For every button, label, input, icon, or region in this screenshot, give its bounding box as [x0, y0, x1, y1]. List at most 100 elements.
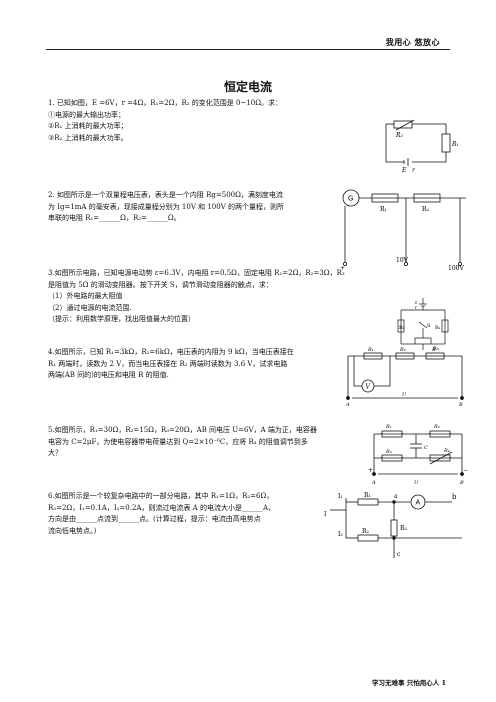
fig6-label-i2: I₂ [338, 531, 343, 538]
fig3-label-s: S [427, 323, 431, 329]
fig5-label-r2: R₂ [433, 424, 440, 430]
fig4-r1-box [363, 352, 383, 360]
problem-3-line: 是阻值为 5Ω 的滑动变阻器。按下开关 S，调节滑动变阻器的触点，求： [48, 280, 273, 289]
fig5-r3-box [381, 454, 403, 462]
fig4-label-r: R [431, 347, 436, 353]
fig5-label-r3: R₃ [385, 449, 392, 455]
figure-3-circuit: ε r R₂ R₁ S R₃ [397, 296, 449, 352]
problem-4: 4.如图所示，已知 R₁=3kΩ，R₂=6kΩ，电压表的内阻为 9 kΩ，当电压… [48, 347, 294, 382]
fig1-label-e: E [401, 167, 407, 174]
fig2-label-r2: R₂ [422, 206, 430, 213]
page-header: 我用心 悠放心 [385, 37, 440, 47]
problem-1-line: ①电源的最大输出功率； [48, 110, 125, 119]
fig5-label-a: A [371, 480, 376, 486]
fig6-label-r2: R₂ [362, 528, 370, 535]
fig4-label-r2: R₂ [399, 347, 406, 353]
fig6-r3-box [390, 519, 398, 537]
fig2-label-10v: 10V [396, 257, 409, 264]
fig1-label-r: r [412, 167, 416, 174]
problem-1-line: ②R₁ 上消耗的最大功率； [48, 122, 128, 130]
fig1-r1-box [441, 133, 451, 153]
fig2-label-plus: + [340, 265, 345, 272]
fig4-r2-box [395, 352, 415, 360]
fig5-r1-box [381, 430, 403, 438]
problem-2: 2. 如图所示是一个双量程电压表，表头是一个内阻 Rg=500Ω，满刻度电流 为… [48, 190, 284, 225]
fig6-label-c: c [397, 551, 401, 558]
fig5-r4-arrow [429, 451, 453, 465]
fig6-label-r1: R₁ [364, 492, 371, 499]
problem-5-line: 5.如图所示，R₁=30Ω，R₂=15Ω，R₃=20Ω，AB 间电压 U=6V，… [48, 426, 317, 434]
problem-4-line: 两端(AB 间的)的电压和电阻 R 的阻值. [48, 371, 169, 379]
fig5-label-minus: − [463, 467, 468, 474]
fig6-label-a-point: a [394, 493, 398, 500]
problem-5: 5.如图所示，R₁=30Ω，R₂=15Ω，R₃=20Ω，AB 间电压 U=6V，… [48, 425, 317, 460]
fig2-label-100v: 100V [448, 265, 464, 272]
problem-6-line: 流向低电势点。) [48, 526, 97, 535]
problem-1-line: ③R₂ 上消耗的最大功率。 [48, 133, 128, 142]
fig5-r4-box [429, 454, 451, 462]
problem-3: 3.如图所示电路，已知电源电动势 ε=6.3V，内电阻 r=0.5Ω，固定电阻 … [48, 268, 345, 326]
fig3-switch [418, 321, 428, 329]
fig2-r2-box [413, 193, 441, 203]
problem-6: 6.如图所示是一个较复杂电路中的一部分电路，其中 R₁=1Ω，R₂=6Ω， R₃… [48, 491, 275, 537]
problem-3-line: （2）通过电源的电流范围. [48, 303, 132, 312]
fig4-label-b: B [458, 402, 463, 408]
fig5-label-c: C [424, 445, 428, 451]
fig5-label-plus: + [368, 467, 373, 474]
problem-1: 1. 已知如图，E =6V，r =4Ω，R₁=2Ω，R₂ 的变化范围是 0~10… [48, 98, 282, 144]
figure-4-circuit: R₁ R₂ R V A U B [344, 346, 466, 408]
fig6-r1-box [357, 498, 379, 506]
fig6-label-i1: I₁ [338, 493, 343, 500]
fig4-label-a: A [345, 402, 350, 408]
fig1-r2-box [393, 120, 413, 129]
figure-2-voltmeter: G R₁ R₂ + 10V 100V [340, 186, 470, 272]
page-title: 恒定电流 [223, 80, 272, 94]
fig6-label-ammeter: A [416, 500, 421, 507]
fig2-r1-box [371, 193, 399, 203]
fig3-label-r3: R₃ [433, 346, 439, 352]
problem-4-line: 4.如图所示，已知 R₁=3kΩ，R₂=6kΩ，电压表的内阻为 9 kΩ，当电压… [48, 348, 294, 356]
fig4-label-v: V [366, 384, 371, 391]
problem-3-line: 3.如图所示电路，已知电源电动势 ε=6.3V，内电阻 r=0.5Ω，固定电阻 … [48, 269, 345, 277]
fig4-label-r1: R₁ [367, 347, 374, 353]
problem-6-line: R₃=2Ω，I₁=0.1A，I₂=0.2A，则流过电流表 A 的电流大小是___… [48, 503, 276, 512]
fig3-label-eps: ε [415, 301, 418, 306]
fig3-label-r2: R₂ [399, 325, 405, 331]
fig5-label-u: U [414, 480, 419, 486]
fig3-r3-box [414, 337, 432, 345]
fig6-label-b: b [452, 493, 457, 501]
fig6-label-r3: R₃ [400, 525, 408, 532]
fig5-label-r1: R₁ [385, 424, 392, 430]
fig3-label-r: r [415, 306, 418, 311]
problem-3-line: （1）外电路的最大阻值 [48, 292, 123, 300]
figure-1-circuit: R₂ R₁ E r [384, 118, 466, 174]
fig5-r2-box [429, 430, 451, 438]
fig4-r-box [425, 352, 445, 360]
fig5-label-b: B [459, 480, 464, 486]
fig2-label-r1: R₁ [380, 206, 387, 213]
problem-4-line: R₁ 两端时，读数为 2 V，而当电压表接在 R₂ 两端时读数为 3.6 V，试… [48, 359, 288, 368]
problem-1-line: 1. 已知如图，E =6V，r =4Ω，R₁=2Ω，R₂ 的变化范围是 0~10… [48, 99, 283, 107]
problem-5-line: 大？ [48, 449, 62, 457]
problem-5-line: 电容为 C=2μF，为使电容器带电荷量达到 Q=2×10⁻⁶C，应将 R₄ 的阻… [48, 437, 308, 446]
fig5-label-r4: R₄ [443, 448, 450, 454]
fig1-rheostat-arrow [395, 119, 415, 131]
fig1-label-r1: R₁ [451, 141, 459, 148]
fig6-label-i: I [324, 511, 327, 518]
problem-2-line: 串联的电阻 R₁=______Ω，R₂=______Ω。 [48, 214, 181, 222]
fig3-r2-box [397, 319, 405, 333]
page-footer: 学习无难事 只怕用心人 1 [371, 679, 446, 687]
fig3-label-r1: R₁ [435, 325, 441, 331]
problem-3-line: （提示：利用数学原理，找出阻值最大的位置） [48, 315, 195, 323]
fig2-label-g: G [348, 196, 353, 203]
fig3-r1-box [441, 319, 449, 333]
figure-6-circuit: I₁ R₁ a A b I R₃ I₂ R₂ c [322, 490, 470, 564]
problem-2-line: 为 Ig=1mA 的毫安表，现接成量程分别为 10V 和 100V 的两个量程，… [48, 202, 284, 211]
fig1-label-r2: R₂ [395, 132, 404, 139]
problem-2-line: 2. 如图所示是一个双量程电压表，表头是一个内阻 Rg=500Ω，满刻度电流 [48, 191, 283, 199]
fig4-label-u: U [402, 392, 407, 398]
problem-6-line: 6.如图所示是一个较复杂电路中的一部分电路，其中 R₁=1Ω，R₂=6Ω， [48, 492, 274, 500]
figure-5-circuit: R₁ R₂ R₃ C R₄ + A U B − [368, 422, 468, 488]
fig6-r2-box [357, 534, 379, 542]
